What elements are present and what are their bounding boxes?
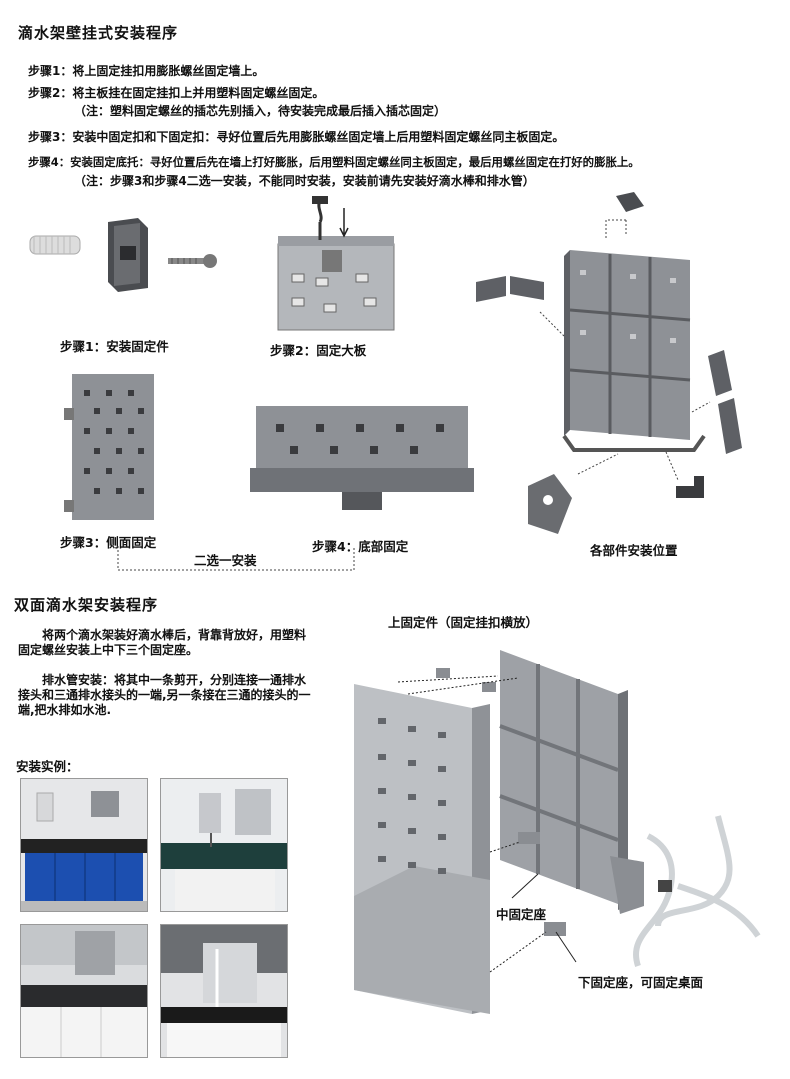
caption-positions: 各部件安装位置 [590, 543, 678, 558]
exploded-assembly-view [476, 192, 742, 534]
step2-text: 步骤2：将主板挂在固定挂扣上并用塑料固定螺丝固定。 [28, 86, 325, 100]
bottom-fixing-panel [250, 406, 474, 510]
section2-title: 双面滴水架安装程序 [14, 596, 159, 614]
step3-text: 步骤3：安装中固定扣和下固定扣：寻好位置后先用膨胀螺丝固定墙上后用塑料固定螺丝同… [28, 130, 565, 144]
caption-step3: 步骤3：侧面固定 [60, 535, 157, 550]
caption-step4: 步骤4：底部固定 [312, 539, 409, 554]
side-fixing-panel [64, 374, 154, 520]
wall-clip-icon [108, 218, 148, 292]
expansion-plug-icon [29, 235, 81, 255]
example-photo-2 [160, 778, 288, 912]
step4-note: （注：步骤3和步骤4二选一安装，不能同时安装，安装前请先安装好滴水棒和排水管） [74, 174, 535, 188]
step2-note: （注：塑料固定螺丝的插芯先别插入，待安装完成最后插入插芯固定） [74, 104, 447, 118]
double-sided-rack-illustration [354, 650, 761, 1014]
example-photo-4 [160, 924, 288, 1058]
section1-title: 滴水架壁挂式安装程序 [18, 24, 179, 42]
screw-icon [168, 254, 217, 268]
choose-one-bracket [117, 546, 355, 571]
label-lower-fixing: 下固定座，可固定桌面 [578, 975, 704, 990]
label-upper-fixing: 上固定件（固定挂扣横放） [388, 615, 539, 630]
step4-text: 步骤4：安装固定底托：寻好位置后先在墙上打好膨胀，后用塑料固定螺丝同主板固定，最… [28, 155, 640, 169]
main-panel-closeup [277, 196, 395, 331]
step1-text: 步骤1：将上固定挂扣用膨胀螺丝固定墙上。 [28, 64, 265, 78]
label-middle-fixing: 中固定座 [496, 907, 547, 922]
example-photo-3 [20, 924, 148, 1058]
caption-step1: 步骤1：安装固定件 [60, 339, 169, 354]
caption-choose-one: 二选一安装 [194, 553, 257, 568]
caption-step2: 步骤2：固定大板 [270, 343, 367, 358]
examples-title: 安装实例： [16, 759, 79, 774]
section2-para2: 排水管安装：将其中一条剪开，分别连接一通排水接头和三通排水接头的一端,另一条接在… [18, 673, 311, 717]
section2-para1: 将两个滴水架装好滴水棒后，背靠背放好，用塑料固定螺丝安装上中下三个固定座。 [18, 628, 307, 657]
fixing-parts-illustration [29, 218, 217, 292]
example-photo-1 [20, 778, 148, 912]
